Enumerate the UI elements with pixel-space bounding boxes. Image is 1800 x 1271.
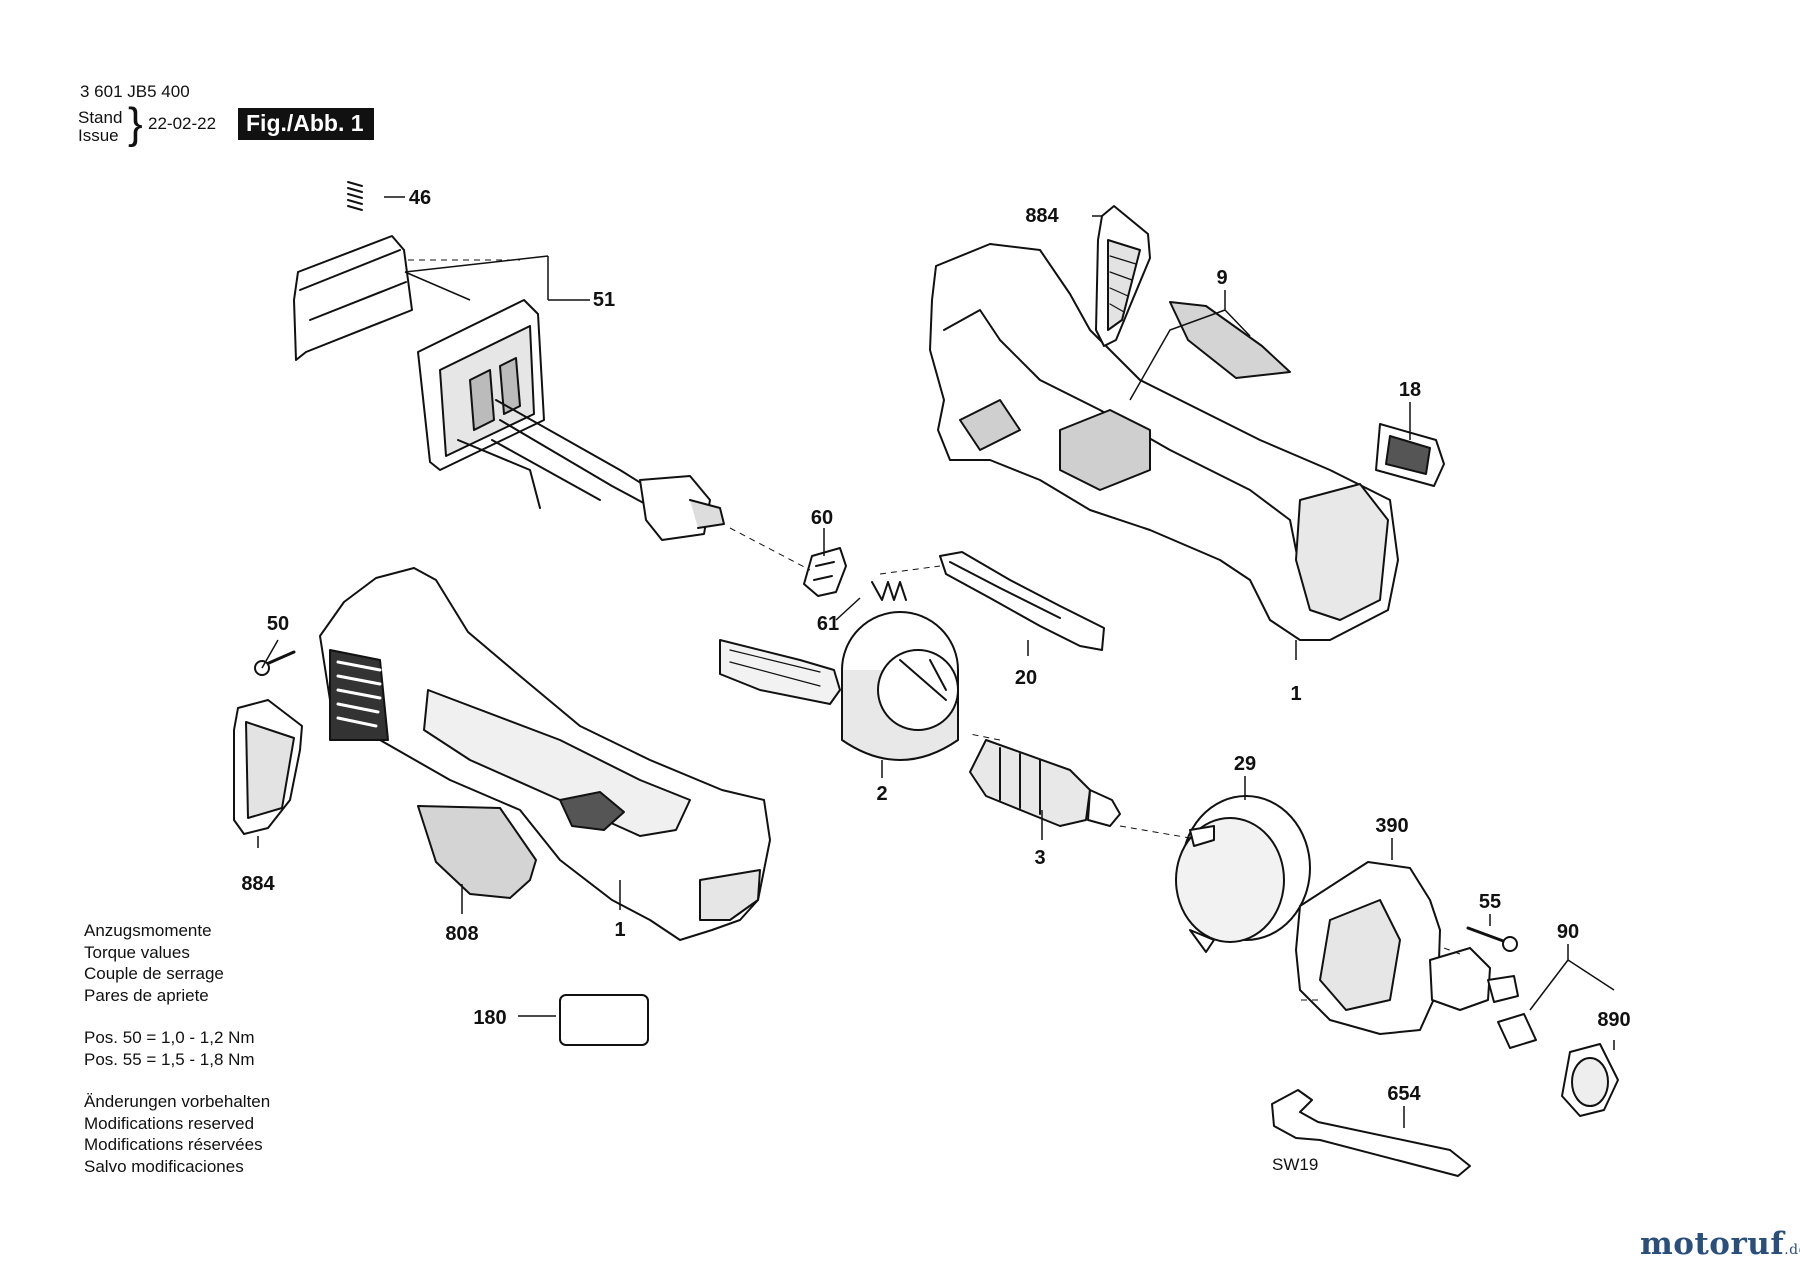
drawing-number: 3 601 JB5 400 [80,82,190,101]
brand-name: motoruf [1640,1226,1785,1262]
part-label-90: 90 [1557,921,1579,943]
part-label-654: 654 [1387,1083,1421,1105]
stand-label: Stand [78,108,123,127]
spring-part-61 [871,581,907,601]
part-label-2: 2 [876,783,887,805]
armature-part-3 [969,739,1121,827]
part-label-884-top: 884 [1025,205,1059,227]
part-label-46: 46 [409,187,431,209]
part-label-18: 18 [1399,379,1421,401]
modifications-es: Salvo modificaciones [84,1156,244,1176]
screw-part-50 [254,650,296,676]
part-label-55: 55 [1479,891,1501,913]
gear-head-part-390 [1295,861,1519,1035]
part-label-20: 20 [1015,667,1037,689]
brand-suffix: .de [1784,1242,1800,1258]
part-label-1-top: 1 [1290,683,1301,705]
part-label-3: 3 [1034,847,1045,869]
part-label-890: 890 [1597,1009,1630,1031]
vent-cover-part-884-bottom [233,699,303,835]
torque-heading-de: Anzugsmomente [84,921,212,940]
housing-half-part-1-top [929,243,1399,641]
torque-heading-es: Pares de apriete [84,985,209,1005]
wrench-part-654 [1271,1089,1471,1177]
collet-part-890 [1497,1013,1619,1117]
brand-logo[interactable]: motoruf.de [1640,1226,1800,1262]
plate-part-18 [1375,423,1445,487]
modifications-fr: Modifications réservées [84,1135,263,1154]
part-label-51: 51 [593,289,615,311]
torque-heading-en: Torque values [84,942,190,962]
vent-cover-part-884-top [1095,205,1151,347]
part-label-9: 9 [1216,267,1227,289]
part-label-50: 50 [267,613,289,635]
figure-label: Fig./Abb. 1 [238,108,374,140]
lever-part-20 [939,551,1105,651]
part-label-390: 390 [1375,815,1408,837]
fan-baffle-part-29 [1175,795,1311,953]
torque-heading-fr: Couple de serrage [84,964,224,983]
part-label-180: 180 [473,1007,506,1029]
switch-assembly-part-51 [293,235,725,541]
label-part-808 [417,805,537,899]
part-label-61: 61 [817,613,839,635]
stator-part-2 [719,611,959,761]
torque-position-55: Pos. 55 = 1,5 - 1,8 Nm [84,1049,255,1069]
header-brace: } [128,99,143,148]
issue-label: Issue [78,126,119,145]
torque-position-50: Pos. 50 = 1,0 - 1,2 Nm [84,1028,255,1047]
part-label-884-bottom: 884 [241,873,275,895]
modifications-en: Modifications reserved [84,1113,255,1133]
nameplate-part-180 [559,994,649,1046]
housing-half-part-1-bottom [319,567,771,941]
modifications-de: Änderungen vorbehalten [84,1092,271,1111]
screw-part-55 [1466,926,1518,952]
label-part-9 [1169,301,1291,379]
wrench-size-label: SW19 [1272,1155,1318,1174]
part-label-808: 808 [445,923,478,945]
part-label-60: 60 [811,507,833,529]
issue-date: 22-02-22 [148,114,217,133]
holder-part-60 [803,547,847,597]
torque-notes: Anzugsmomente Torque values Couple de se… [84,920,270,1177]
part-label-1-bottom: 1 [614,919,625,941]
spring-part-46 [347,181,363,211]
part-label-29: 29 [1234,753,1256,775]
